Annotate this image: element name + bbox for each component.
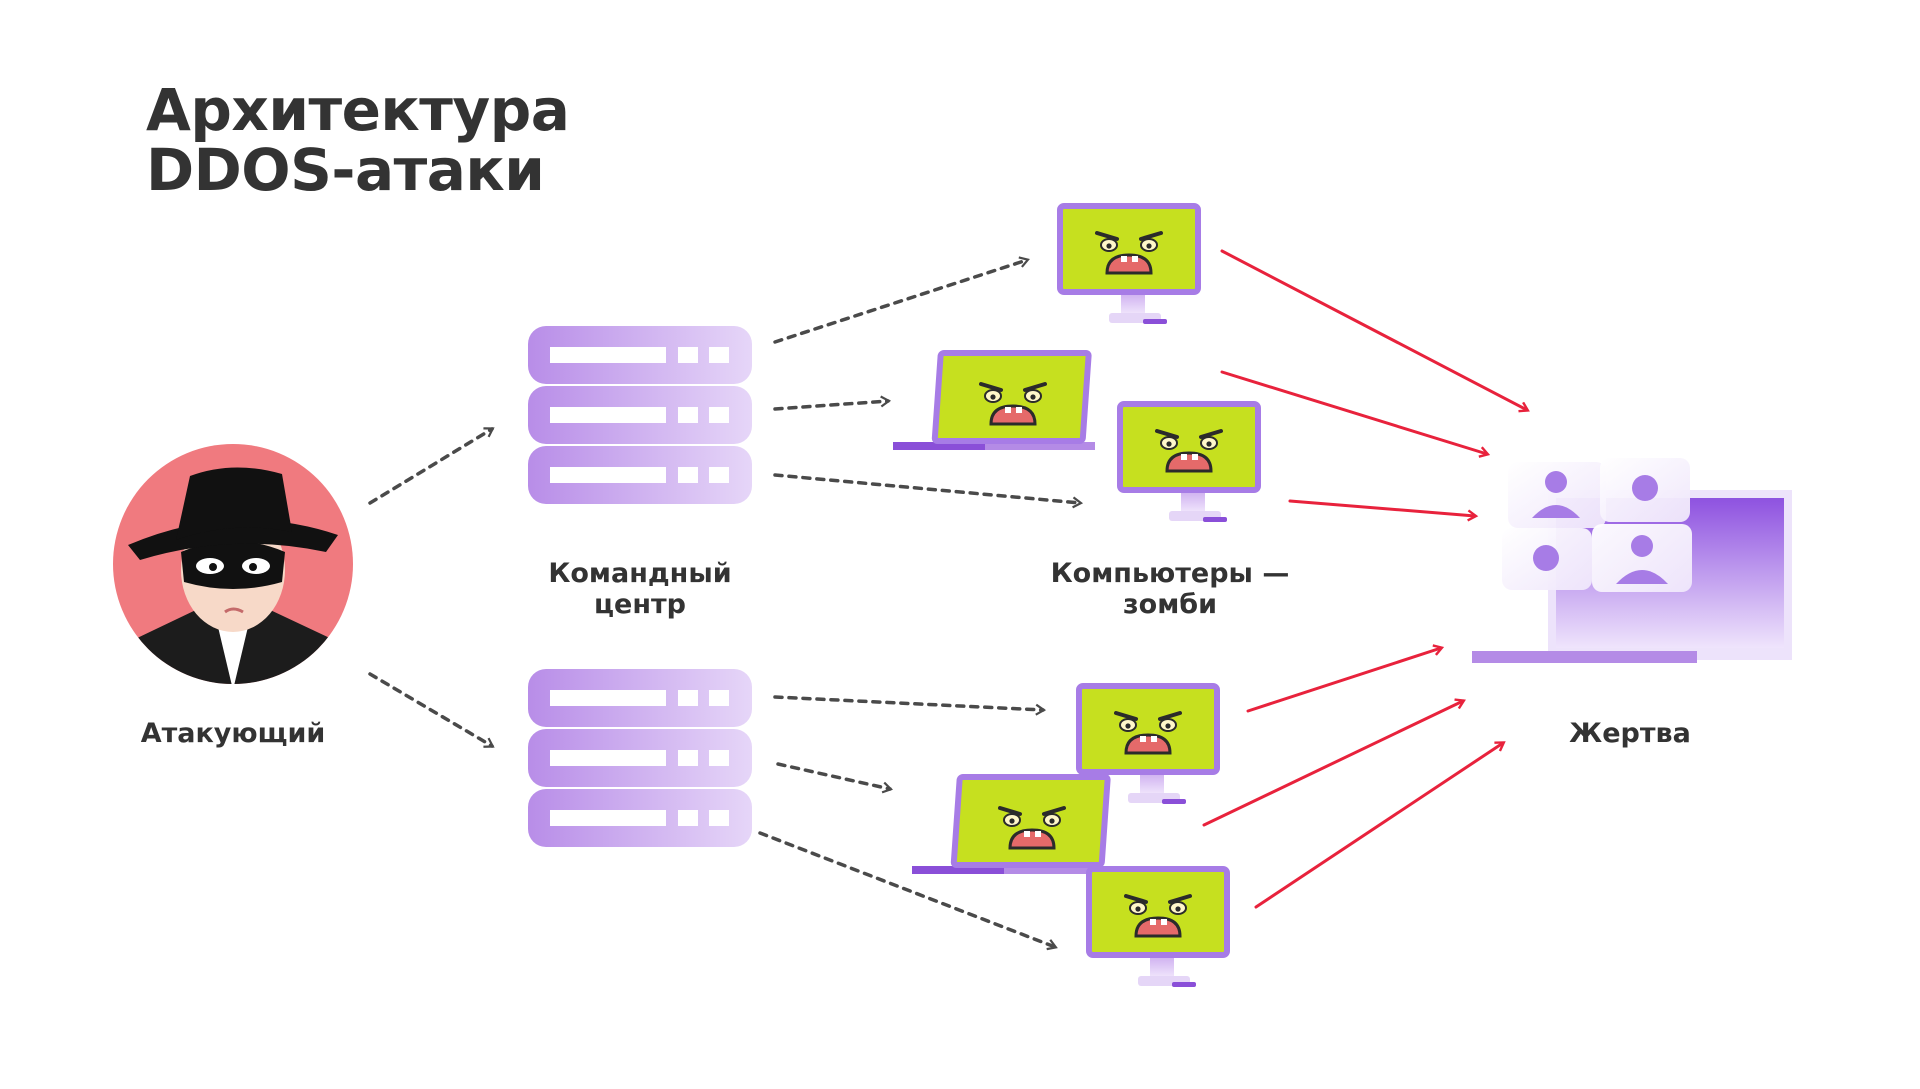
victim-label: Жертва [1569,718,1691,749]
title-line-2: DDOS-атаки [146,136,545,204]
zombie-monitor-icon [1060,206,1198,324]
attack-arrow-5 [1202,701,1463,827]
title-line-1: Архитектура [146,76,570,144]
arrow-attacker-to-server-top [368,427,495,505]
attacker-icon [113,444,353,684]
arrow-server-to-zombie-1 [773,256,1030,344]
attack-arrows [1202,249,1527,909]
attack-arrow-1 [1220,249,1527,410]
zombie-monitor-icon [1120,404,1258,522]
attack-arrow-2 [1220,370,1487,454]
victim-icon [1472,458,1792,663]
arrow-server-to-zombie-2 [773,395,892,411]
arrow-server-to-zombie-5 [776,762,894,794]
command-center-bottom [528,669,752,847]
attack-arrow-4 [1246,648,1441,713]
attack-arrow-3 [1288,499,1475,516]
command-center-top [528,326,752,504]
command-center-label: Командный центр [548,558,732,620]
arrow-server-to-zombie-6 [758,831,1058,951]
attacker-label: Атакующий [140,718,326,749]
zombie-laptop-icon [893,353,1095,450]
zombies-label: Компьютеры — зомби [1050,558,1290,620]
arrow-attacker-to-server-bottom [368,672,495,748]
zombie-monitor-icon [1089,869,1227,987]
arrow-server-to-zombie-4 [773,695,1047,716]
zombie-laptop-icon [912,777,1114,874]
attack-arrow-6 [1254,743,1503,909]
command-arrows [368,256,1084,951]
arrow-server-to-zombie-3 [773,473,1084,509]
diagram-title: Архитектура DDOS-атаки [146,76,570,204]
